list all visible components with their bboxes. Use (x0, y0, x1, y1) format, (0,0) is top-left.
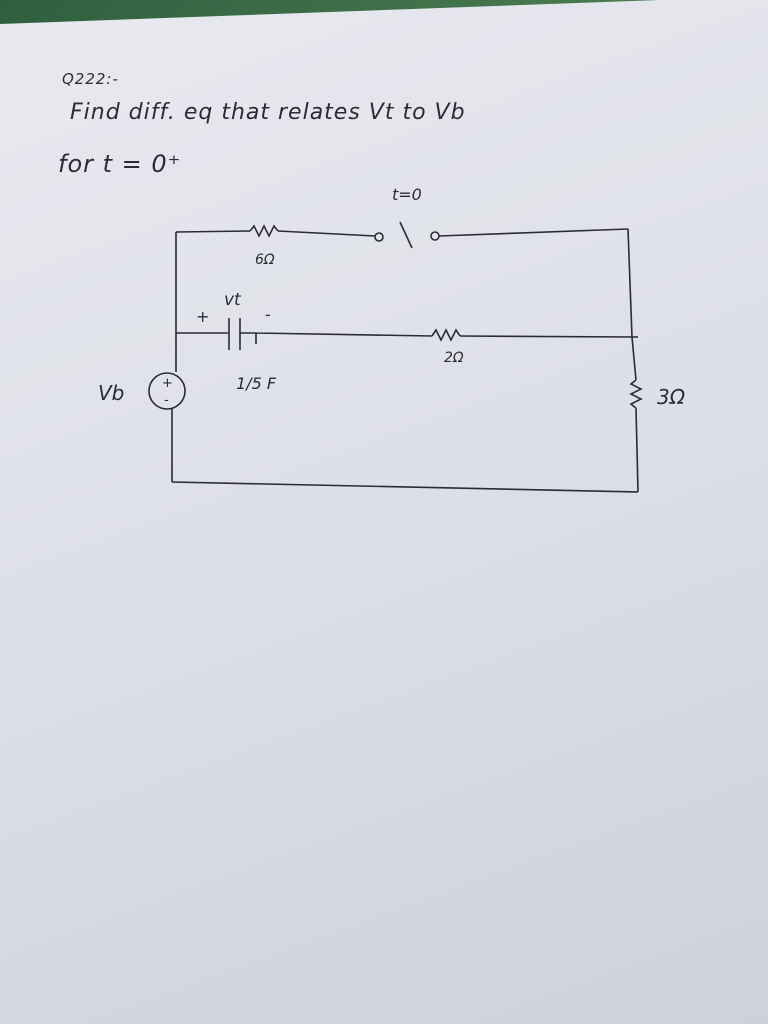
wire-r2-right (459, 335, 639, 338)
resistor-6ohm-label: 6Ω (255, 252, 275, 268)
switch-terminal-left (374, 232, 384, 242)
wire-bottom (171, 481, 639, 493)
wire-top-to-switch (277, 230, 376, 237)
capacitor-minus: - (265, 305, 271, 324)
wire-top-right (438, 228, 629, 237)
wire-top-left (175, 230, 251, 233)
wire-cap-to-r2 (240, 332, 433, 344)
resistor-2ohm-label: 2Ω (444, 350, 464, 366)
question-number: Q222:- (62, 70, 119, 88)
resistor-2ohm (431, 328, 461, 342)
resistor-3ohm (629, 379, 643, 409)
switch-terminal-right (430, 231, 440, 241)
switch-label: t=0 (392, 185, 422, 204)
capacitor-plus: + (196, 307, 209, 326)
resistor-6ohm (249, 224, 279, 238)
source-label: Vb (98, 381, 124, 405)
question-line-2: for t = 0⁺ (58, 150, 182, 178)
wire-right-upper (627, 228, 633, 338)
wire-right-lower-a (631, 336, 637, 381)
capacitor-voltage-label: vt (224, 290, 242, 310)
question-line-1: Find diff. eq that relates Vt to Vb (70, 100, 466, 125)
resistor-3ohm-label: 3Ω (657, 385, 686, 409)
source-minus: - (164, 393, 169, 408)
wire-right-lower-b (635, 407, 639, 493)
switch-blade (399, 221, 413, 249)
capacitor-value-label: 1/5 F (236, 374, 277, 393)
voltage-source (148, 372, 186, 410)
source-plus: + (162, 376, 173, 391)
